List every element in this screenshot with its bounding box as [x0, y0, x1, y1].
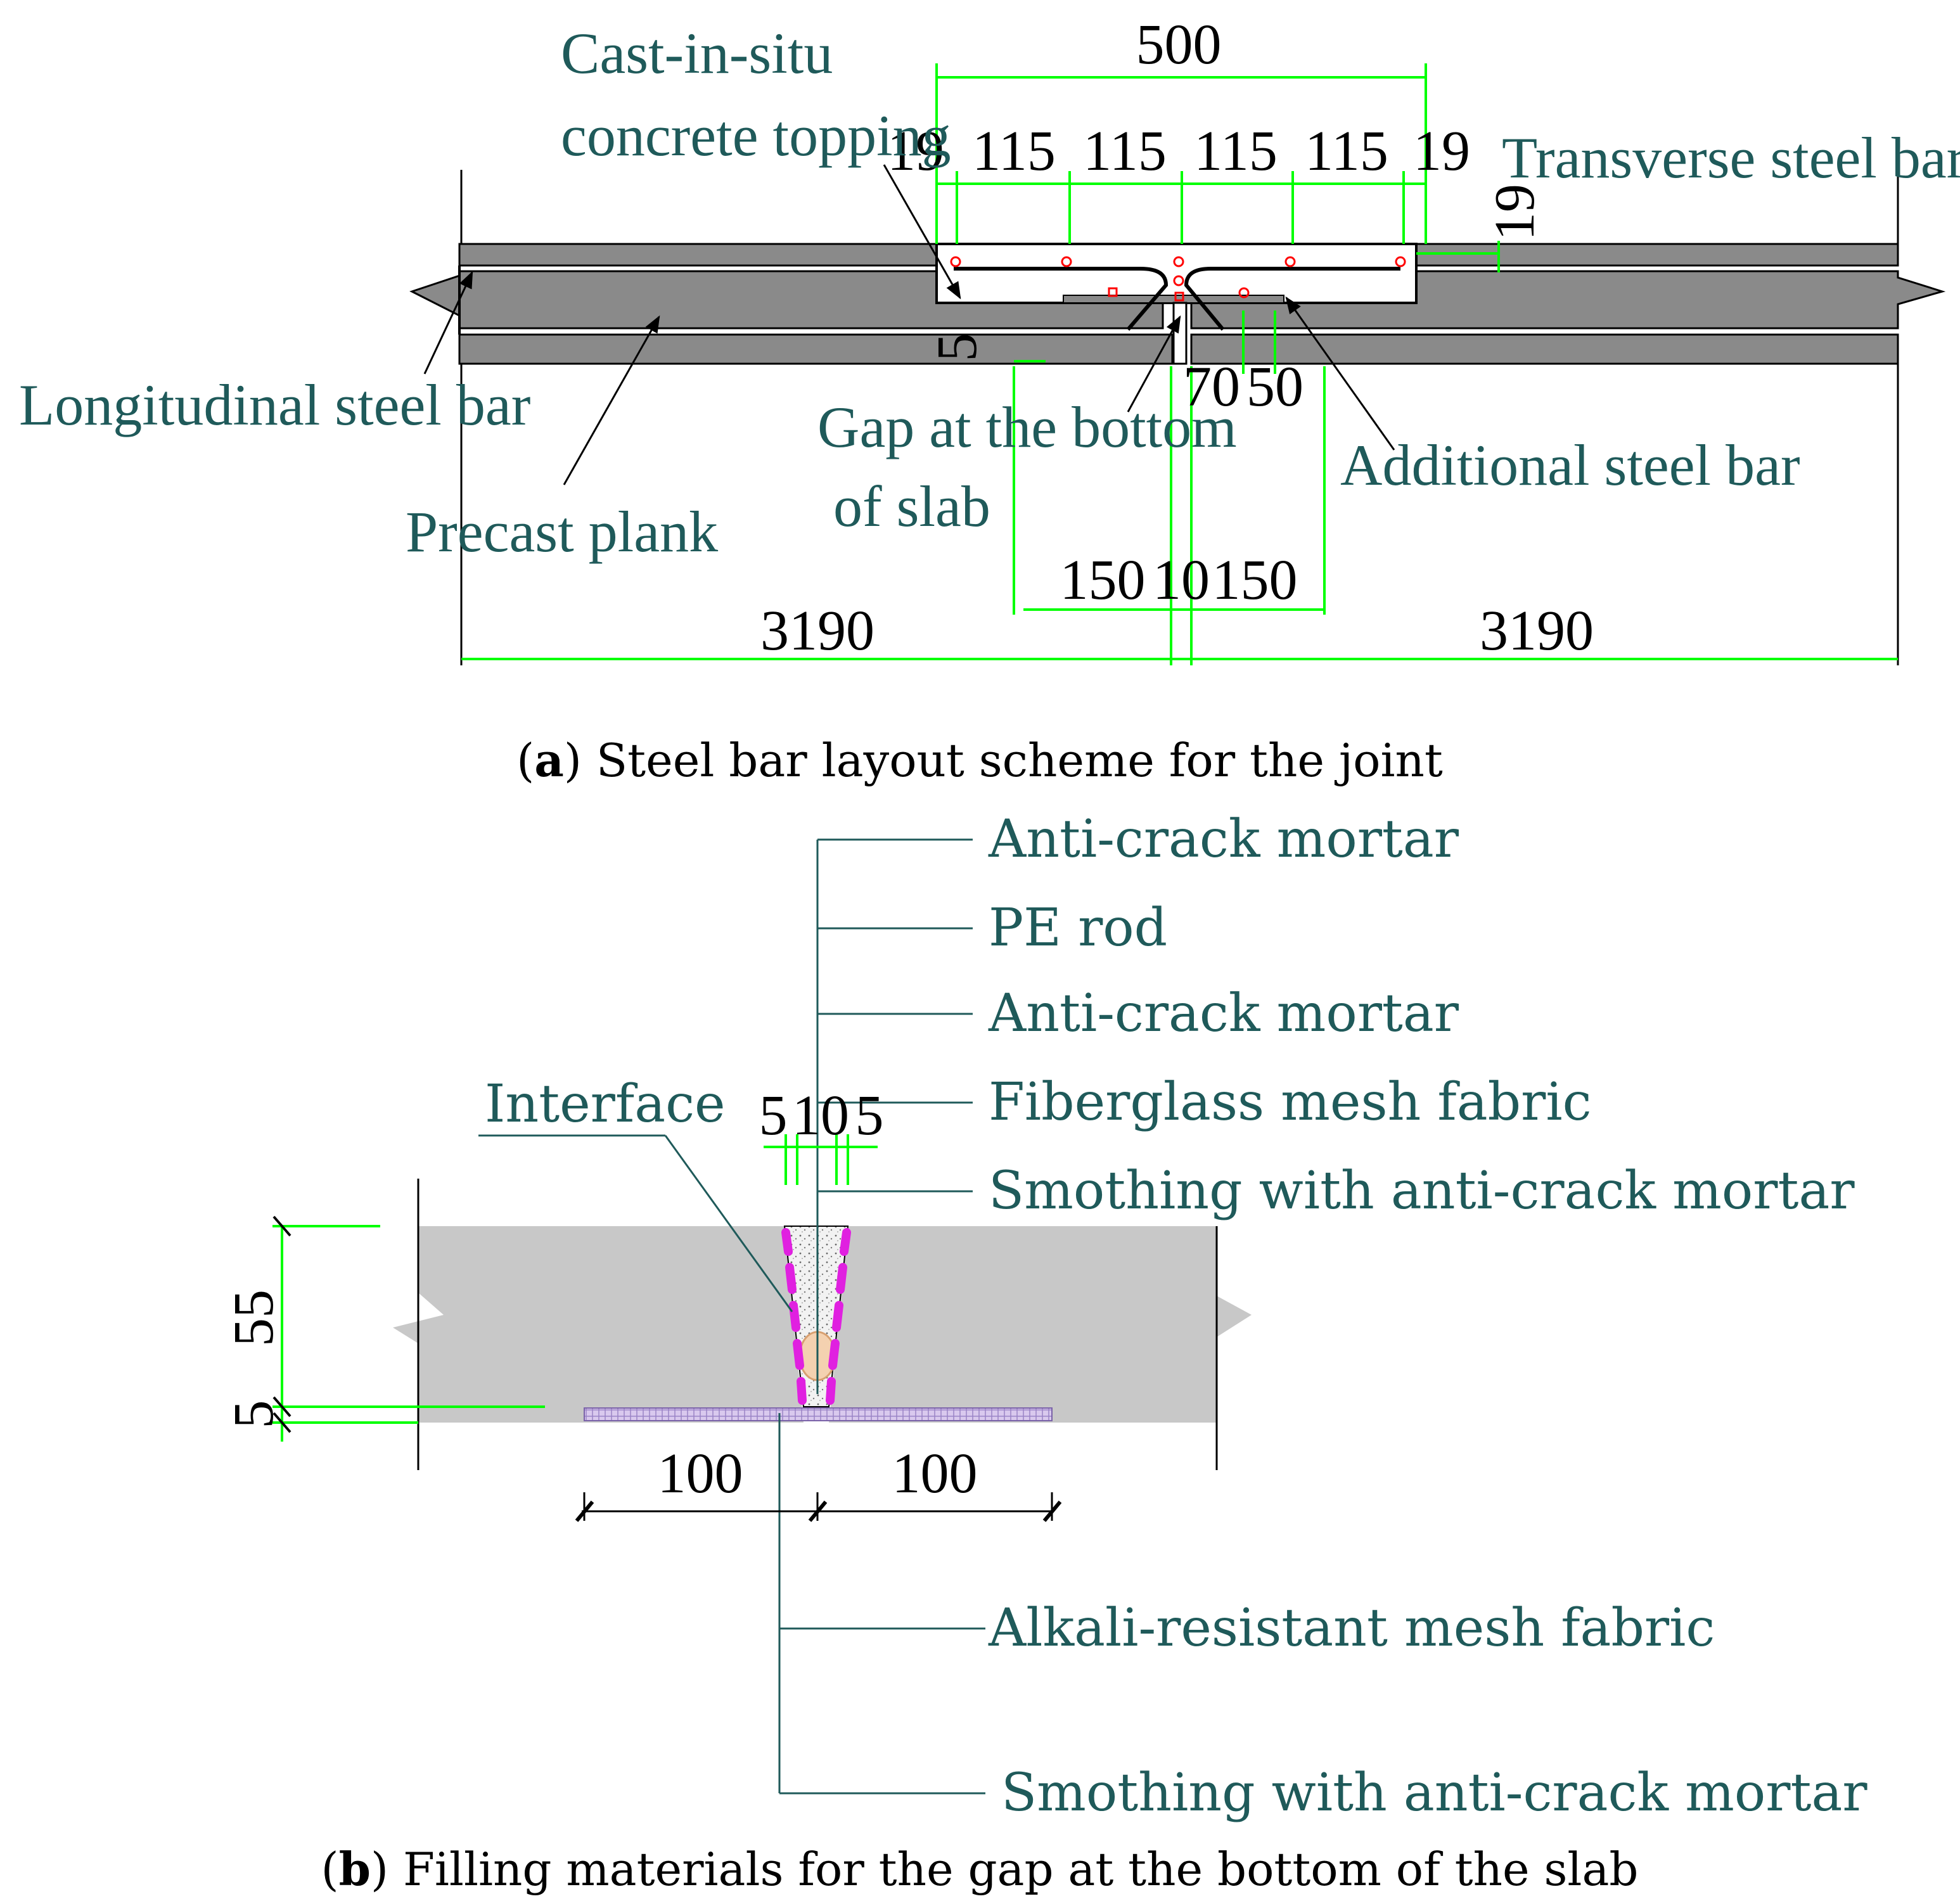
- leader-additional: [1285, 296, 1395, 451]
- rebar-dot: [1108, 287, 1118, 297]
- fiberglass-mesh-dashes: [781, 1228, 851, 1405]
- leader-cast-in-situ: [883, 164, 961, 300]
- dim-b-100-left: 100: [658, 1442, 743, 1505]
- label-pe-rod: PE rod: [989, 898, 1167, 958]
- vertical-dims: [272, 1215, 545, 1442]
- horizontal-dims: [575, 1492, 1062, 1522]
- dim-5: 5: [926, 333, 989, 362]
- dim-3190-left: 3190: [760, 599, 874, 662]
- dim-3190-right: 3190: [1480, 599, 1594, 662]
- label-alkali-resistant-mesh: Alkali-resistant mesh fabric: [988, 1598, 1715, 1658]
- transverse-steel-bar-dots: [950, 256, 1406, 302]
- caption-b-letter: b: [339, 1842, 371, 1896]
- rebar-dot: [1238, 287, 1250, 298]
- rebar-dot: [1173, 275, 1184, 286]
- hook-bar-right: [1184, 267, 1400, 331]
- rebar-dot: [1284, 256, 1296, 267]
- dim-50: 50: [1246, 355, 1303, 418]
- caption-b: (b) Filling materials for the gap at the…: [321, 1842, 1639, 1896]
- leader-gap: [1127, 315, 1181, 413]
- dim-10: 10: [1153, 549, 1210, 611]
- dim-150-right: 150: [1212, 549, 1298, 611]
- dim-b-55: 55: [222, 1290, 285, 1347]
- label-fiberglass-mesh: Fiberglass mesh fabric: [989, 1072, 1592, 1132]
- caption-a-text: Steel bar layout scheme for the joint: [582, 734, 1443, 787]
- label-gap-line1: Gap at the bottom: [817, 395, 1237, 459]
- dim-19-side: 19: [1483, 184, 1546, 241]
- bottom-dimension-lines: [461, 310, 1898, 665]
- label-smoothing-top: Smothing with anti-crack mortar: [989, 1161, 1855, 1221]
- precast-plank-right: [1190, 170, 1946, 665]
- dim-b-100-right: 100: [892, 1442, 978, 1505]
- label-smoothing-bottom: Smothing with anti-crack mortar: [1001, 1763, 1867, 1823]
- callout-leaders-top: [478, 838, 985, 1795]
- dim-500: 500: [1136, 13, 1222, 76]
- label-precast-plank: Precast plank: [406, 499, 718, 564]
- caption-a: (a) Steel bar layout scheme for the join…: [516, 733, 1443, 787]
- rebar-dot: [1173, 256, 1184, 267]
- label-anti-crack-mortar-1: Anti-crack mortar: [988, 809, 1459, 869]
- alkali-resistant-mesh-strip: [584, 1407, 1053, 1421]
- hook-bar-left: [954, 267, 1169, 331]
- rebar-dot: [950, 256, 961, 267]
- dim-115-3: 115: [1194, 120, 1278, 182]
- rebar-dot: [1174, 291, 1184, 302]
- label-cast-in-situ-line1: Cast-in-situ: [561, 21, 833, 86]
- label-cast-in-situ-line2: concrete topping: [561, 103, 951, 168]
- leader-precast: [563, 315, 660, 485]
- slab-section: [393, 1179, 1252, 1470]
- panel-b-filling-materials: 5 10 5 55 5 100 100 Anti-crack morta: [222, 809, 1867, 1896]
- panel-a-steel-bar-layout: 500 19 115 115 115 115 19 19 5 70 50 150…: [19, 13, 1960, 787]
- leader-longitudinal: [423, 271, 473, 374]
- top-dimension-chain: [935, 63, 1500, 272]
- dim-150-left: 150: [1060, 549, 1146, 611]
- dim-b-5-right: 5: [855, 1084, 884, 1147]
- label-anti-crack-mortar-2: Anti-crack mortar: [988, 983, 1459, 1044]
- label-transverse-steel-bar: Transverse steel bar: [1502, 125, 1960, 190]
- dim-115-2: 115: [1083, 120, 1167, 182]
- label-longitudinal-steel-bar: Longitudinal steel bar: [19, 373, 530, 437]
- dim-b-5-left: 5: [759, 1084, 788, 1147]
- dim-70: 70: [1183, 355, 1240, 418]
- dim-19-left: 19: [887, 120, 944, 182]
- label-gap-line2: of slab: [833, 474, 990, 539]
- label-additional-steel-bar: Additional steel bar: [1340, 433, 1800, 497]
- dim-19-right: 19: [1413, 120, 1470, 182]
- dim-b-5-vertical: 5: [222, 1400, 285, 1429]
- caption-a-letter: a: [534, 733, 564, 787]
- gap-width-dims: [764, 1134, 878, 1185]
- rebar-dot: [1395, 256, 1406, 267]
- dim-b-10: 10: [792, 1084, 849, 1147]
- dim-115-4: 115: [1305, 120, 1388, 182]
- rebar-dot: [1061, 256, 1072, 267]
- label-interface: Interface: [485, 1074, 726, 1134]
- caption-b-text: Filling materials for the gap at the bot…: [388, 1843, 1638, 1896]
- dim-115-1: 115: [972, 120, 1056, 182]
